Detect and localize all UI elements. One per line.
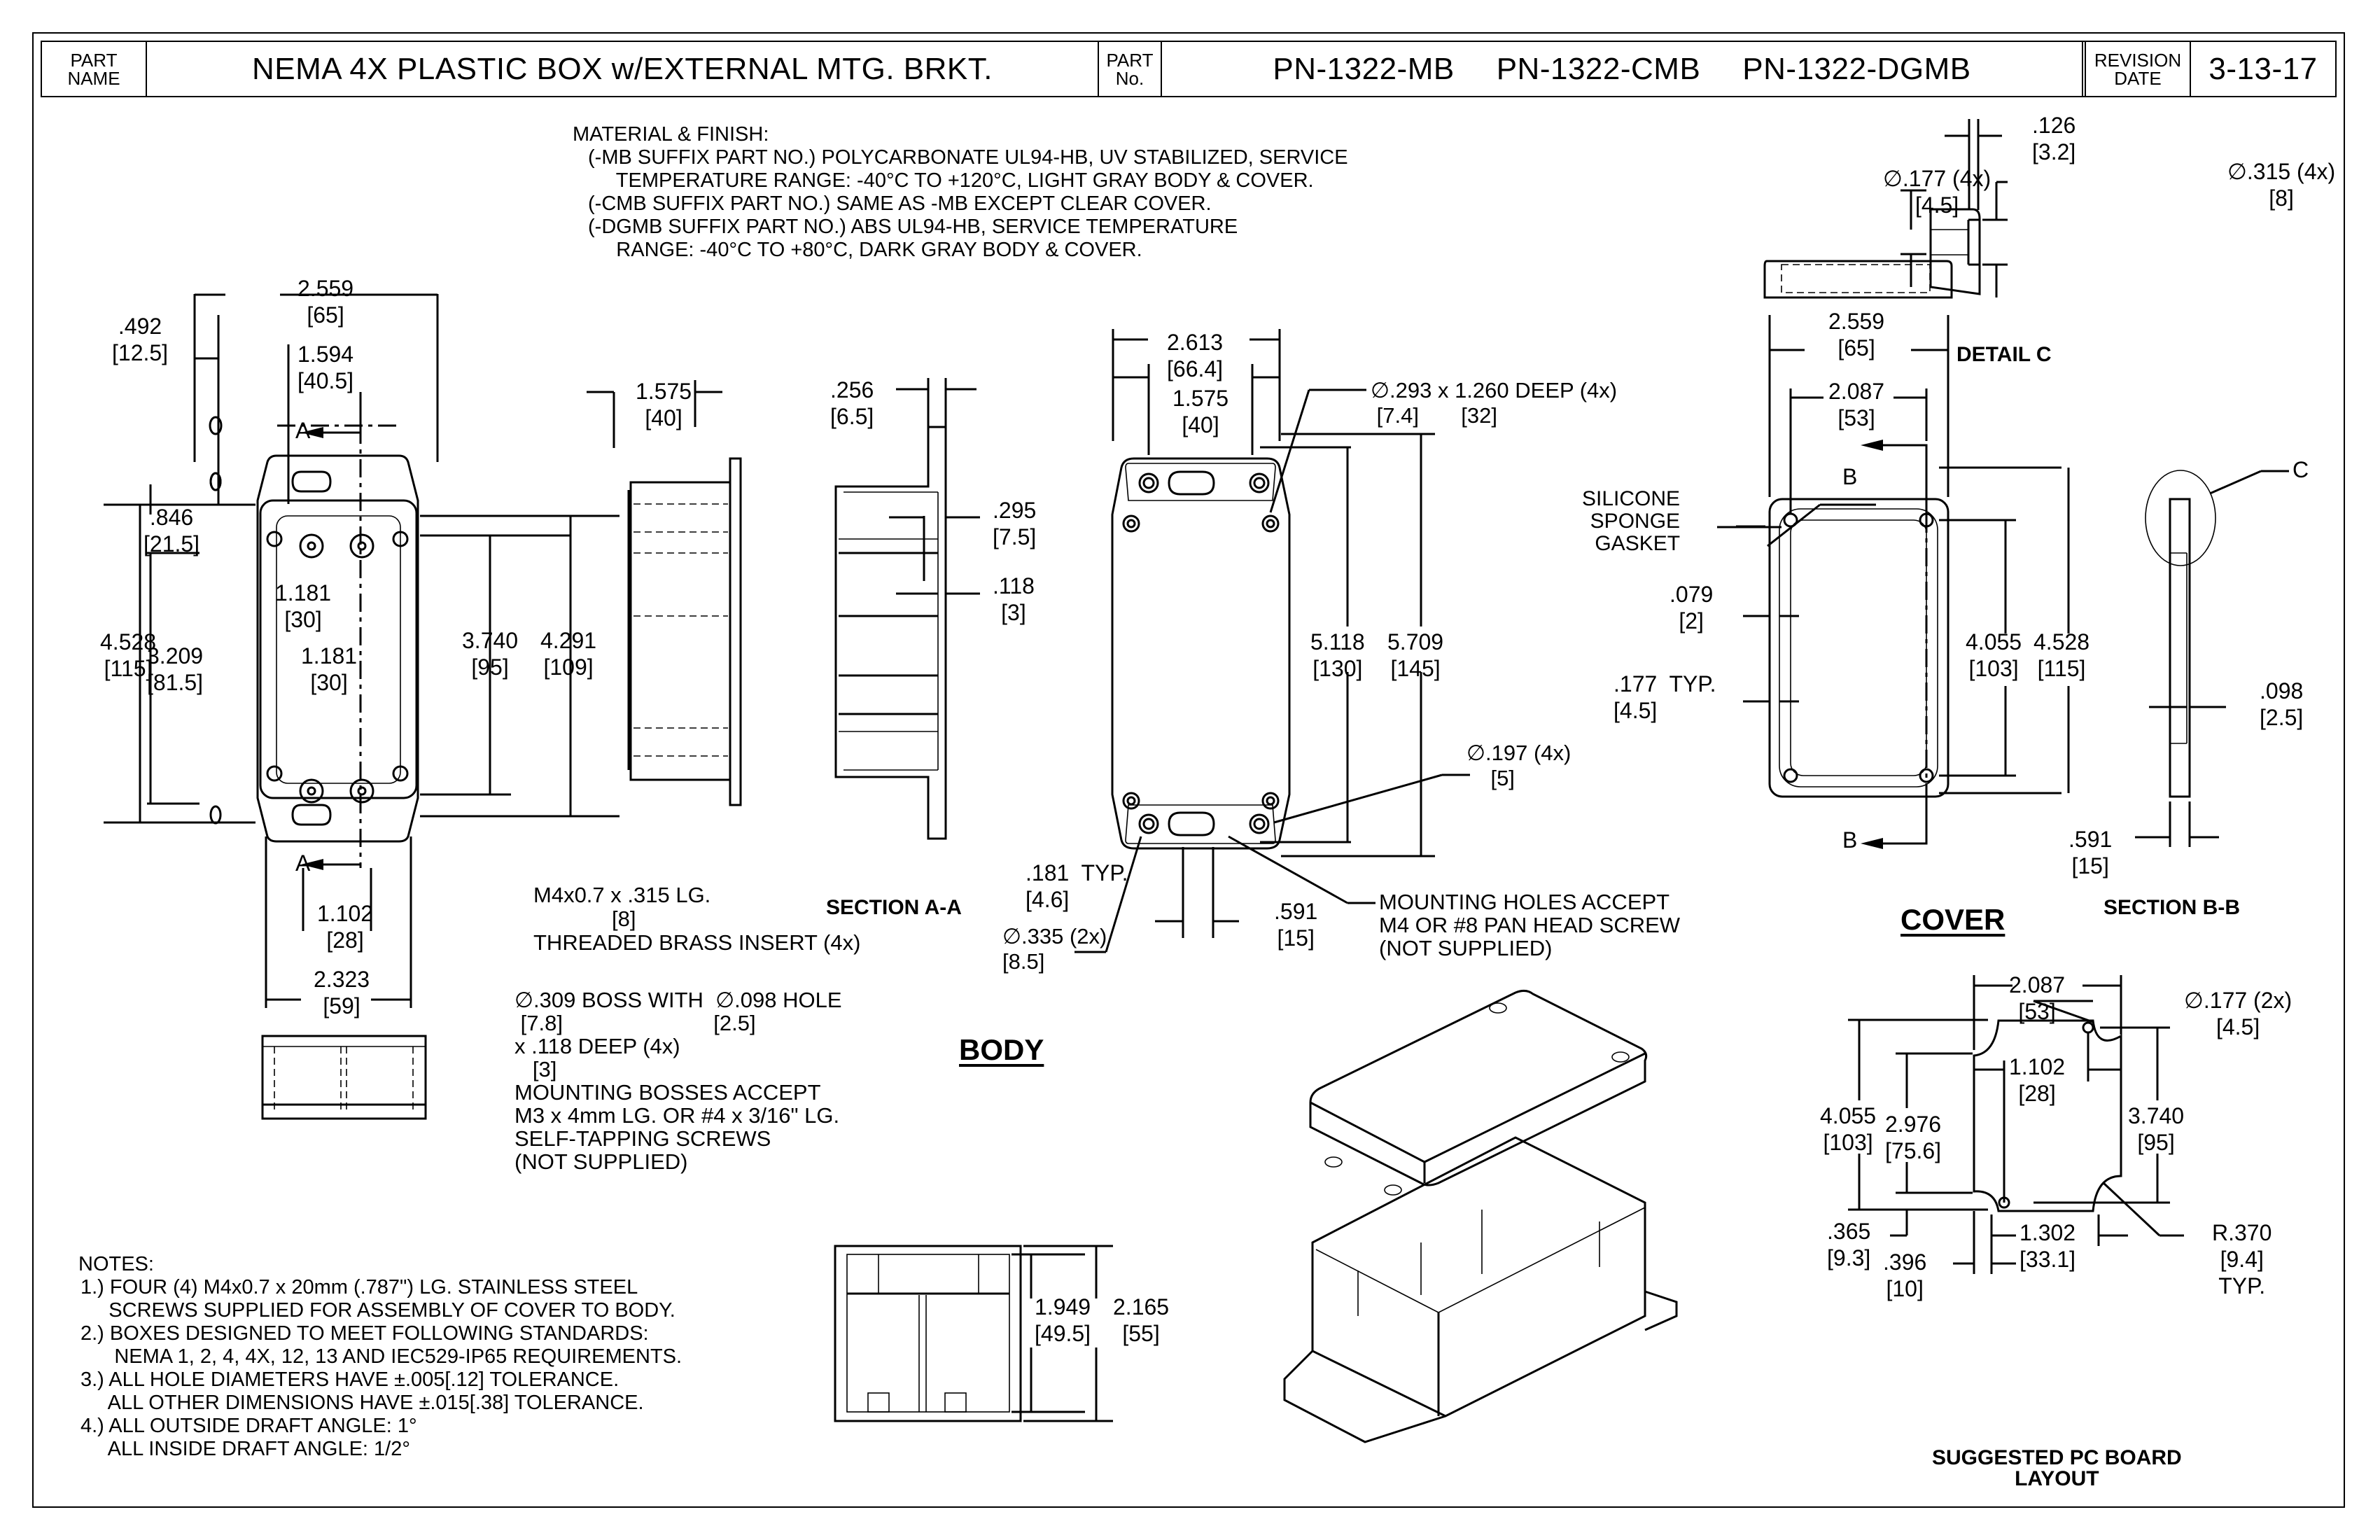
dim-pcb-hole: ∅.177 (2x)[4.5] (2184, 988, 2292, 1040)
dim-slot-591: .591[15] (1274, 899, 1318, 951)
callout-hole-197: ∅.197 (4x) [5] (1466, 741, 1572, 790)
dim-cover-hole-pitch: 4.055[103] (1966, 629, 2022, 681)
dim-overall-length: 5.709[145] (1387, 629, 1444, 681)
dim-body-3209: 3.209[81.5] (147, 643, 204, 695)
note-line-6: ALL OTHER DIMENSIONS HAVE ±.015[.38] TOL… (80, 1392, 644, 1414)
revision-label: REVISION DATE (2086, 42, 2191, 96)
dim-cover-depth: .591[15] (2068, 827, 2113, 878)
part-no-label: PART No. (1099, 42, 1162, 96)
dim-pcb-365: .365[9.3] (1827, 1219, 1871, 1270)
dim-body-boss-spacing: 3.740[95] (462, 628, 519, 680)
dim-pcb-3740: 3.740[95] (2128, 1103, 2185, 1155)
view-title-section-bb: SECTION B-B (2104, 896, 2240, 919)
material-line-3: (-CMB SUFFIX PART NO.) SAME AS -MB EXCEP… (588, 192, 1212, 215)
detail-marker-c: C (2292, 457, 2309, 482)
part-number-mb: PN-1322-MB (1273, 51, 1455, 86)
dim-body-1102: 1.102[28] (317, 901, 374, 953)
section-marker-b-bottom: B (1842, 827, 1858, 853)
dim-body-length-outer: 4.528[115] (100, 629, 157, 681)
dim-body-846: .846[21.5] (144, 505, 200, 556)
section-marker-a-top: A (295, 418, 311, 443)
dim-flange-thickness: .256[6.5] (830, 377, 874, 429)
callout-hole-335: ∅.335 (2x) [8.5] (1002, 924, 1107, 974)
note-line-4: NEMA 1, 2, 4, 4X, 12, 13 AND IEC529-IP65… (80, 1345, 682, 1368)
dim-cover-length: 4.528[115] (2033, 629, 2090, 681)
dim-pcb-396: .396[10] (1883, 1250, 1927, 1301)
callout-mounting-boss: ∅.309 BOSS WITH ∅.098 HOLE [7.8] [2.5] x… (514, 988, 842, 1174)
view-title-cover: COVER (1900, 903, 2005, 936)
view-title-pcb-layout: SUGGESTED PC BOARD LAYOUT (1932, 1446, 2182, 1490)
dim-pcb-radius: R.370[9.4] TYP. (2212, 1220, 2272, 1298)
view-title-detail-c: DETAIL C (1956, 343, 2052, 366)
dim-side-depth: 1.575[40] (636, 379, 692, 430)
material-line-2: TEMPERATURE RANGE: -40°C TO +120°C, LIGH… (588, 169, 1314, 192)
title-block: PART NAME NEMA 4X PLASTIC BOX w/EXTERNAL… (41, 41, 2337, 97)
dim-body-rib-2: 1.181[30] (301, 643, 358, 695)
dim-body-rib-1: 1.181[30] (275, 580, 332, 632)
dim-181-typ: .181 TYP.[4.6] (1026, 860, 1128, 912)
dim-cover-width: 2.559[65] (1828, 309, 1885, 360)
callout-deep-hole: ∅.293 x 1.260 DEEP (4x) [7.4] [32] (1371, 378, 1618, 428)
part-number-cmb: PN-1322-CMB (1496, 51, 1701, 86)
dim-gasket-079: .079[2] (1670, 582, 1714, 634)
part-number-dgmb: PN-1322-DGMB (1742, 51, 1971, 86)
callout-mounting-holes: MOUNTING HOLES ACCEPT M4 OR #8 PAN HEAD … (1379, 890, 1681, 960)
note-line-2: SCREWS SUPPLIED FOR ASSEMBLY OF COVER TO… (80, 1299, 676, 1322)
view-title-body: BODY (959, 1033, 1044, 1066)
drawing-border (32, 32, 2345, 1508)
material-line-1: (-MB SUFFIX PART NO.) POLYCARBONATE UL94… (588, 146, 1348, 169)
dim-section-295: .295[7.5] (993, 498, 1037, 550)
dim-pcb-1302: 1.302[33.1] (2019, 1220, 2076, 1272)
dim-177-typ: .177 TYP.[4.5] (1614, 671, 1716, 723)
view-title-section-aa: SECTION A-A (826, 896, 962, 919)
note-line-1: 1.) FOUR (4) M4x0.7 x 20mm (.787") LG. S… (80, 1276, 638, 1298)
part-name: NEMA 4X PLASTIC BOX w/EXTERNAL MTG. BRKT… (147, 42, 1099, 96)
note-line-8: ALL INSIDE DRAFT ANGLE: 1/2° (80, 1438, 410, 1460)
dim-overall-height: 2.165[55] (1113, 1294, 1170, 1346)
section-marker-a-bottom: A (295, 850, 311, 876)
material-heading: MATERIAL & FINISH: (573, 123, 769, 146)
dim-body-inner-length: 4.291[109] (540, 628, 597, 680)
note-line-5: 3.) ALL HOLE DIAMETERS HAVE ±.005[.12] T… (80, 1368, 620, 1391)
note-line-7: 4.) ALL OUTSIDE DRAFT ANGLE: 1° (80, 1415, 417, 1437)
dim-counterbore-depth: .126[3.2] (2032, 113, 2076, 164)
dim-body-2323: 2.323[59] (314, 967, 370, 1018)
dim-inner-depth: 1.949[49.5] (1035, 1294, 1091, 1346)
dim-cover-thickness: .098[2.5] (2260, 678, 2304, 730)
dim-pcb-length: 4.055[103] (1820, 1103, 1877, 1155)
dim-cover-hole-spacing: 2.087[53] (1828, 379, 1885, 430)
dim-body-hole-spacing: 1.594[40.5] (298, 342, 354, 393)
dim-pcb-1102: 1.102[28] (2009, 1054, 2066, 1106)
dim-body-flange-offset: .492[12.5] (112, 314, 169, 365)
dim-pcb-2976: 2.976[75.6] (1885, 1112, 1942, 1163)
dim-detail-hole: ∅.177 (4x)[4.5] (1883, 166, 1991, 218)
dim-wall-118: .118[3] (993, 573, 1035, 625)
dim-body-width: 2.559[65] (298, 276, 354, 328)
dim-bracket-width: 2.613[66.4] (1167, 330, 1224, 382)
part-numbers: PN-1322-MB PN-1322-CMB PN-1322-DGMB (1162, 42, 2086, 96)
callout-brass-insert: M4x0.7 x .315 LG. [8] THREADED BRASS INS… (533, 883, 861, 955)
material-line-4: (-DGMB SUFFIX PART NO.) ABS UL94-HB, SER… (588, 216, 1238, 238)
dim-bracket-hole-pitch: 5.118[130] (1310, 629, 1365, 681)
section-marker-b-top: B (1842, 464, 1858, 489)
dim-bracket-hole-spacing: 1.575[40] (1172, 386, 1229, 438)
dim-detail-counterbore: ∅.315 (4x)[8] (2227, 159, 2336, 211)
note-line-3: 2.) BOXES DESIGNED TO MEET FOLLOWING STA… (80, 1322, 649, 1345)
revision-date: 3-13-17 (2208, 51, 2318, 86)
dim-pcb-width: 2.087[53] (2009, 972, 2066, 1024)
gasket-label: SILICONE SPONGE GASKET (1582, 487, 1681, 555)
notes-heading: NOTES: (78, 1253, 154, 1275)
material-line-5: RANGE: -40°C TO +80°C, DARK GRAY BODY & … (588, 239, 1142, 261)
part-name-label: PART NAME (42, 42, 147, 96)
